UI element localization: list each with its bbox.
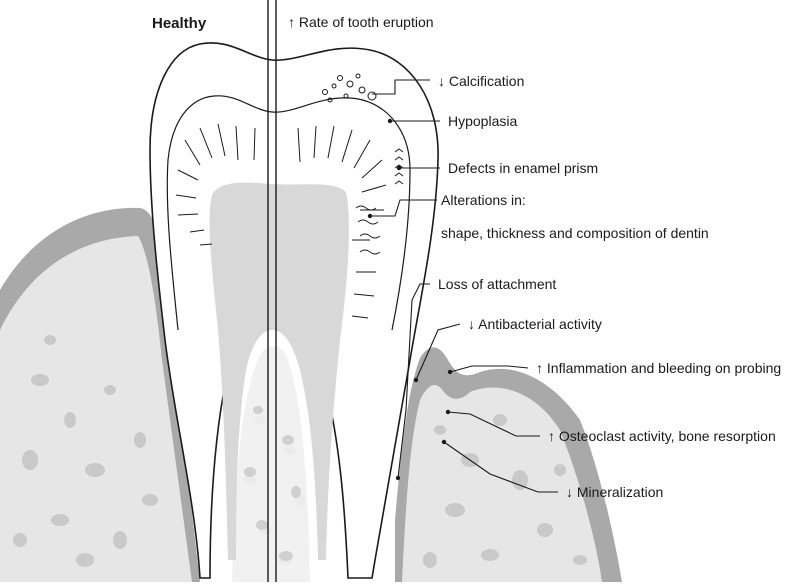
label-eruption: ↑ Rate of tooth eruption: [288, 14, 434, 30]
label-calcification: ↓ Calcification: [438, 73, 524, 89]
title-healthy: Healthy: [152, 15, 207, 32]
label-attachment: Loss of attachment: [438, 276, 556, 292]
label-alterations-line1: Alterations in:: [441, 192, 526, 208]
label-mineralization: ↓ Mineralization: [566, 484, 663, 500]
label-enamel-prism: Defects in enamel prism: [448, 160, 598, 176]
label-antibacterial: ↓ Antibacterial activity: [468, 316, 602, 332]
label-osteoclast: ↑ Osteoclast activity, bone resorption: [548, 428, 776, 444]
label-inflammation: ↑ Inflammation and bleeding on probing: [536, 360, 781, 376]
label-hypoplasia: Hypoplasia: [448, 113, 517, 129]
label-alterations-line2: shape, thickness and composition of dent…: [441, 225, 709, 241]
